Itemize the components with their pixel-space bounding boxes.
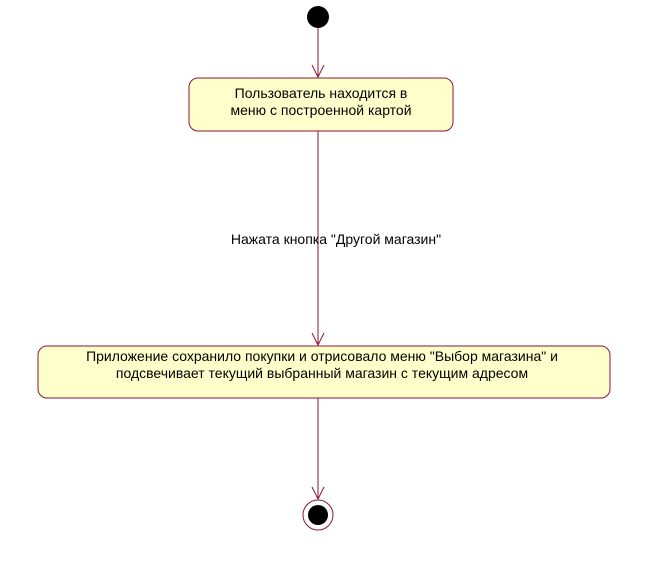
edge-initial-to-state1 — [311, 28, 325, 79]
initial-node — [307, 6, 329, 28]
final-node — [302, 499, 334, 531]
transition-label: Нажата кнопка "Другой магазин" — [231, 231, 441, 247]
state-2-line-2: подсвечивает текущий выбранный магазин с… — [116, 365, 528, 381]
edge-state2-to-final — [311, 398, 325, 501]
state-2-line-1: Приложение сохранило покупки и отрисовал… — [86, 348, 558, 364]
state-1-line-2: меню с построенной картой — [230, 102, 411, 118]
state-store-selection-menu: Приложение сохранило покупки и отрисовал… — [37, 345, 611, 399]
state-1-line-1: Пользователь находится в — [235, 85, 408, 101]
edge-state1-to-state2 — [311, 131, 325, 347]
state-user-in-map-menu: Пользователь находится в меню с построен… — [188, 77, 454, 132]
